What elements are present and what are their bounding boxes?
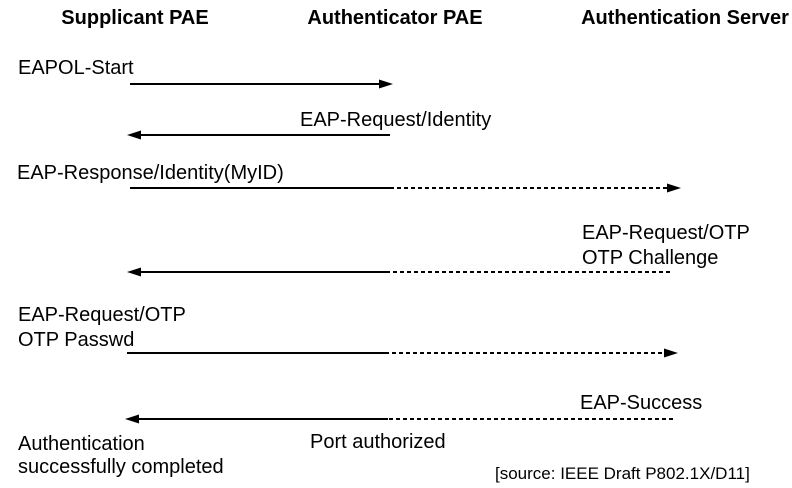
label-port-authorized: Port authorized [310,431,446,453]
label-otp-passwd-line2: OTP Passwd [18,329,135,351]
arrowhead-right [379,79,393,89]
label-eap-response-identity: EAP-Response/Identity(MyID) [17,162,284,184]
label-authentication-completed: Authentication successfully completed [18,433,224,479]
label-eap-success: EAP-Success [580,392,703,414]
arrowhead-left [125,414,139,424]
arrowhead-right [667,183,681,193]
label-source-citation: [source: IEEE Draft P802.1X/D11] [495,464,750,483]
label-completed-line2: successfully completed [18,456,224,478]
actor-authenticator-pae: Authenticator PAE [307,7,483,29]
arrow-eap-request-identity [127,130,390,140]
arrow-eap-response-identity [130,183,681,193]
arrowhead-right [664,348,678,358]
arrow-eap-success [125,414,673,424]
arrow-eap-request-otp-challenge [127,267,670,277]
actor-authentication-server: Authentication Server [581,7,789,29]
label-eap-request-identity: EAP-Request/Identity [300,109,492,131]
label-eap-request-otp-passwd: EAP-Request/OTP OTP Passwd [18,303,186,353]
label-otp-challenge-line2: OTP Challenge [582,247,719,269]
arrowhead-left [127,130,141,140]
actor-supplicant-pae: Supplicant PAE [61,7,209,29]
label-eap-request-otp-challenge: EAP-Request/OTP OTP Challenge [582,221,750,271]
label-eap-request-otp-line1: EAP-Request/OTP [18,304,186,326]
label-authentication-line1: Authentication [18,433,145,455]
arrow-eap-request-otp-passwd [127,348,678,358]
label-eapol-start: EAPOL-Start [18,57,134,79]
arrowhead-left [127,267,141,277]
arrow-eapol-start [130,79,393,89]
label-eap-request-otp-line1: EAP-Request/OTP [582,222,750,244]
